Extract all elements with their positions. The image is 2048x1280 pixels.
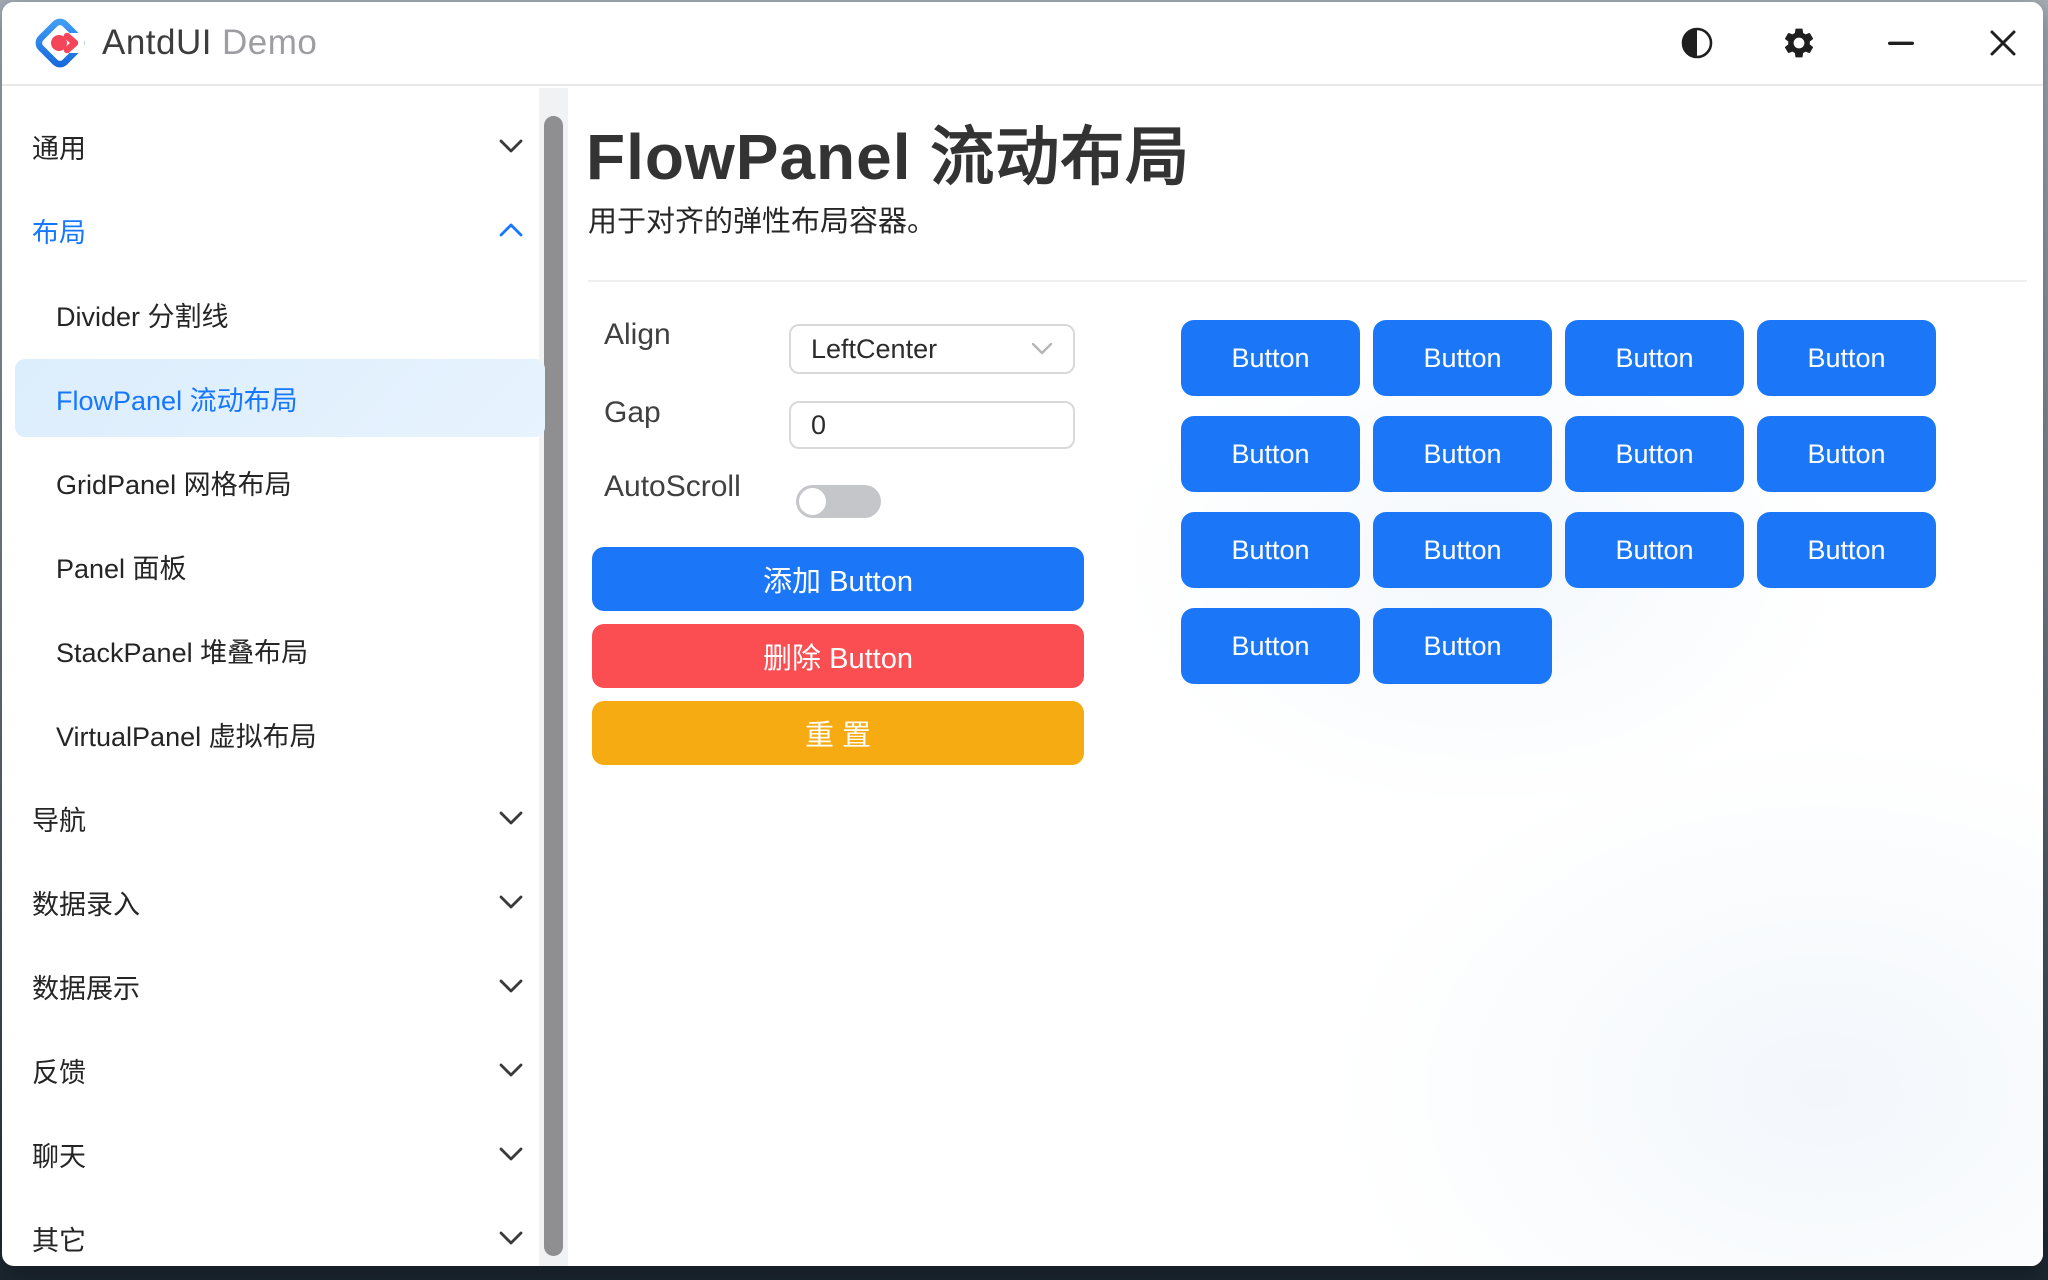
gap-label: Gap: [604, 396, 661, 429]
sidebar-item-navigation[interactable]: 导航: [2, 776, 572, 860]
align-label: Align: [604, 318, 671, 351]
chevron-down-icon: [499, 139, 523, 153]
theme-toggle-icon[interactable]: [1679, 25, 1715, 61]
app-logo-icon: [35, 18, 85, 68]
chevron-down-icon: [1031, 342, 1053, 355]
demo-button[interactable]: Button: [1181, 512, 1360, 588]
chevron-down-icon: [499, 1063, 523, 1077]
demo-button[interactable]: Button: [1373, 512, 1552, 588]
add-button[interactable]: 添加 Button: [592, 547, 1084, 611]
sidebar-item-general[interactable]: 通用: [2, 104, 572, 188]
gap-input-value: 0: [811, 409, 827, 440]
sidebar-scrollbar-track[interactable]: [539, 88, 568, 1266]
demo-button[interactable]: Button: [1373, 320, 1552, 396]
toggle-knob: [799, 488, 826, 515]
demo-button[interactable]: Button: [1373, 416, 1552, 492]
sidebar-item-virtualpanel[interactable]: VirtualPanel 虚拟布局: [56, 721, 317, 752]
chevron-down-icon: [499, 979, 523, 993]
minimize-icon[interactable]: [1883, 25, 1919, 61]
demo-button[interactable]: Button: [1565, 512, 1744, 588]
chevron-down-icon: [499, 895, 523, 909]
demo-button[interactable]: Button: [1181, 416, 1360, 492]
gap-input[interactable]: 0: [789, 401, 1075, 449]
sidebar-item-panel[interactable]: Panel 面板: [56, 553, 187, 584]
chevron-up-icon: [499, 223, 523, 237]
demo-button[interactable]: Button: [1757, 320, 1936, 396]
demo-button[interactable]: Button: [1757, 416, 1936, 492]
page-title: FlowPanel 流动布局: [586, 121, 1191, 193]
sidebar: 通用 布局 Divider 分割线 FlowPanel 流动布局 GridPan…: [2, 88, 572, 1266]
sidebar-item-feedback[interactable]: 反馈: [2, 1028, 572, 1112]
sidebar-item-stackpanel[interactable]: StackPanel 堆叠布局: [56, 637, 309, 668]
main-content: FlowPanel 流动布局 用于对齐的弹性布局容器。 Align LeftCe…: [572, 88, 2043, 1266]
sidebar-item-divider[interactable]: Divider 分割线: [56, 301, 229, 332]
chevron-down-icon: [499, 811, 523, 825]
autoscroll-toggle[interactable]: [796, 485, 881, 518]
settings-icon[interactable]: [1781, 25, 1817, 61]
sidebar-item-data-display[interactable]: 数据展示: [2, 944, 572, 1028]
sidebar-item-other[interactable]: 其它: [2, 1196, 572, 1266]
sidebar-item-layout[interactable]: 布局: [2, 188, 572, 272]
page-subtitle: 用于对齐的弹性布局容器。: [588, 206, 937, 238]
close-icon[interactable]: [1985, 25, 2021, 61]
divider: [588, 280, 2027, 282]
demo-button[interactable]: Button: [1565, 320, 1744, 396]
chevron-down-icon: [499, 1147, 523, 1161]
sidebar-item-data-entry[interactable]: 数据录入: [2, 860, 572, 944]
demo-button[interactable]: Button: [1565, 416, 1744, 492]
sidebar-item-flowpanel[interactable]: FlowPanel 流动布局: [2, 356, 572, 440]
align-select[interactable]: LeftCenter: [789, 324, 1075, 374]
demo-button[interactable]: Button: [1181, 320, 1360, 396]
demo-button[interactable]: Button: [1757, 512, 1936, 588]
sidebar-item-chat[interactable]: 聊天: [2, 1112, 572, 1196]
sidebar-item-gridpanel[interactable]: GridPanel 网格布局: [56, 469, 292, 500]
demo-button[interactable]: Button: [1181, 608, 1360, 684]
sidebar-scrollbar-thumb[interactable]: [544, 116, 563, 1256]
chevron-down-icon: [499, 1231, 523, 1245]
autoscroll-label: AutoScroll: [604, 470, 741, 503]
reset-button[interactable]: 重 置: [592, 701, 1084, 765]
align-select-value: LeftCenter: [811, 333, 938, 364]
delete-button[interactable]: 删除 Button: [592, 624, 1084, 688]
demo-button[interactable]: Button: [1373, 608, 1552, 684]
